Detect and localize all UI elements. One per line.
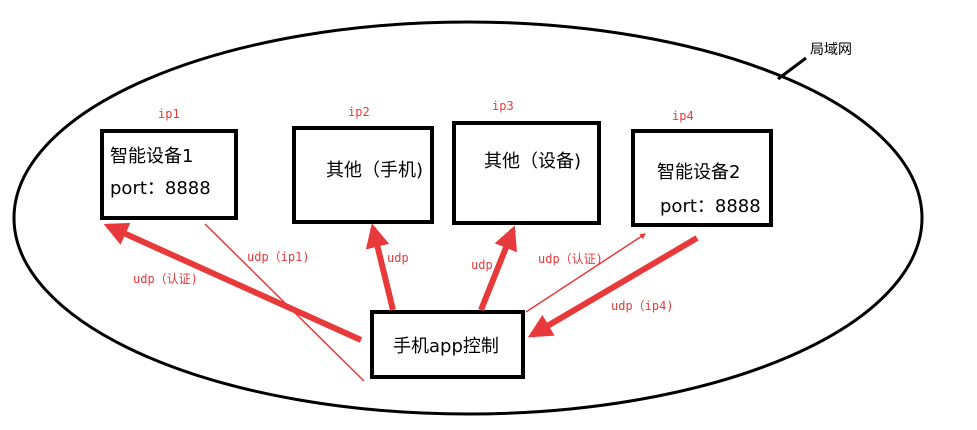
- arrow-to-other-device: [478, 225, 518, 312]
- other-device: ip3 其他（设备): [452, 99, 601, 225]
- other-phone-name: 其他（手机): [326, 160, 423, 181]
- ip1-label: ip1: [158, 107, 180, 121]
- phone-app-control-name: 手机app控制: [393, 336, 499, 357]
- arrow-to-phone: [365, 223, 396, 311]
- lan-label: 局域网: [810, 42, 852, 58]
- smart-device-2: ip4 智能设备2 port：8888: [631, 109, 773, 227]
- lan-ellipse: [12, 20, 924, 416]
- ip2-label: ip2: [348, 105, 370, 119]
- smart-device-1: ip1 智能设备1 port：8888: [100, 107, 238, 220]
- line-ip1-from-smart1: [204, 223, 365, 382]
- arrow-auth-to-smart2: [525, 233, 647, 313]
- other-device-name: 其他（设备): [484, 151, 581, 172]
- link-label-ip1: udp（ip1): [247, 250, 310, 264]
- link-label-to-other: udp: [471, 258, 493, 272]
- smart-device-2-port: port：8888: [660, 196, 761, 217]
- ip4-label: ip4: [672, 109, 694, 123]
- link-label-auth-left: udp（认证): [133, 272, 198, 286]
- arrow-ip4-to-app: [527, 235, 699, 338]
- smart-device-1-port: port：8888: [110, 178, 211, 199]
- link-label-ip4: udp（ip4): [611, 299, 674, 313]
- smart-device-1-name: 智能设备1: [110, 146, 193, 167]
- lan-pointer-line: [777, 56, 807, 81]
- smart-device-2-name: 智能设备2: [657, 162, 740, 183]
- link-label-to-phone: udp: [387, 251, 409, 265]
- ip3-label: ip3: [492, 99, 514, 113]
- link-label-auth-right: udp（认证): [538, 252, 603, 266]
- other-phone: ip2 其他（手机): [292, 105, 434, 224]
- arrow-auth-to-smart1: [103, 222, 363, 343]
- phone-app-control: 手机app控制: [370, 310, 525, 379]
